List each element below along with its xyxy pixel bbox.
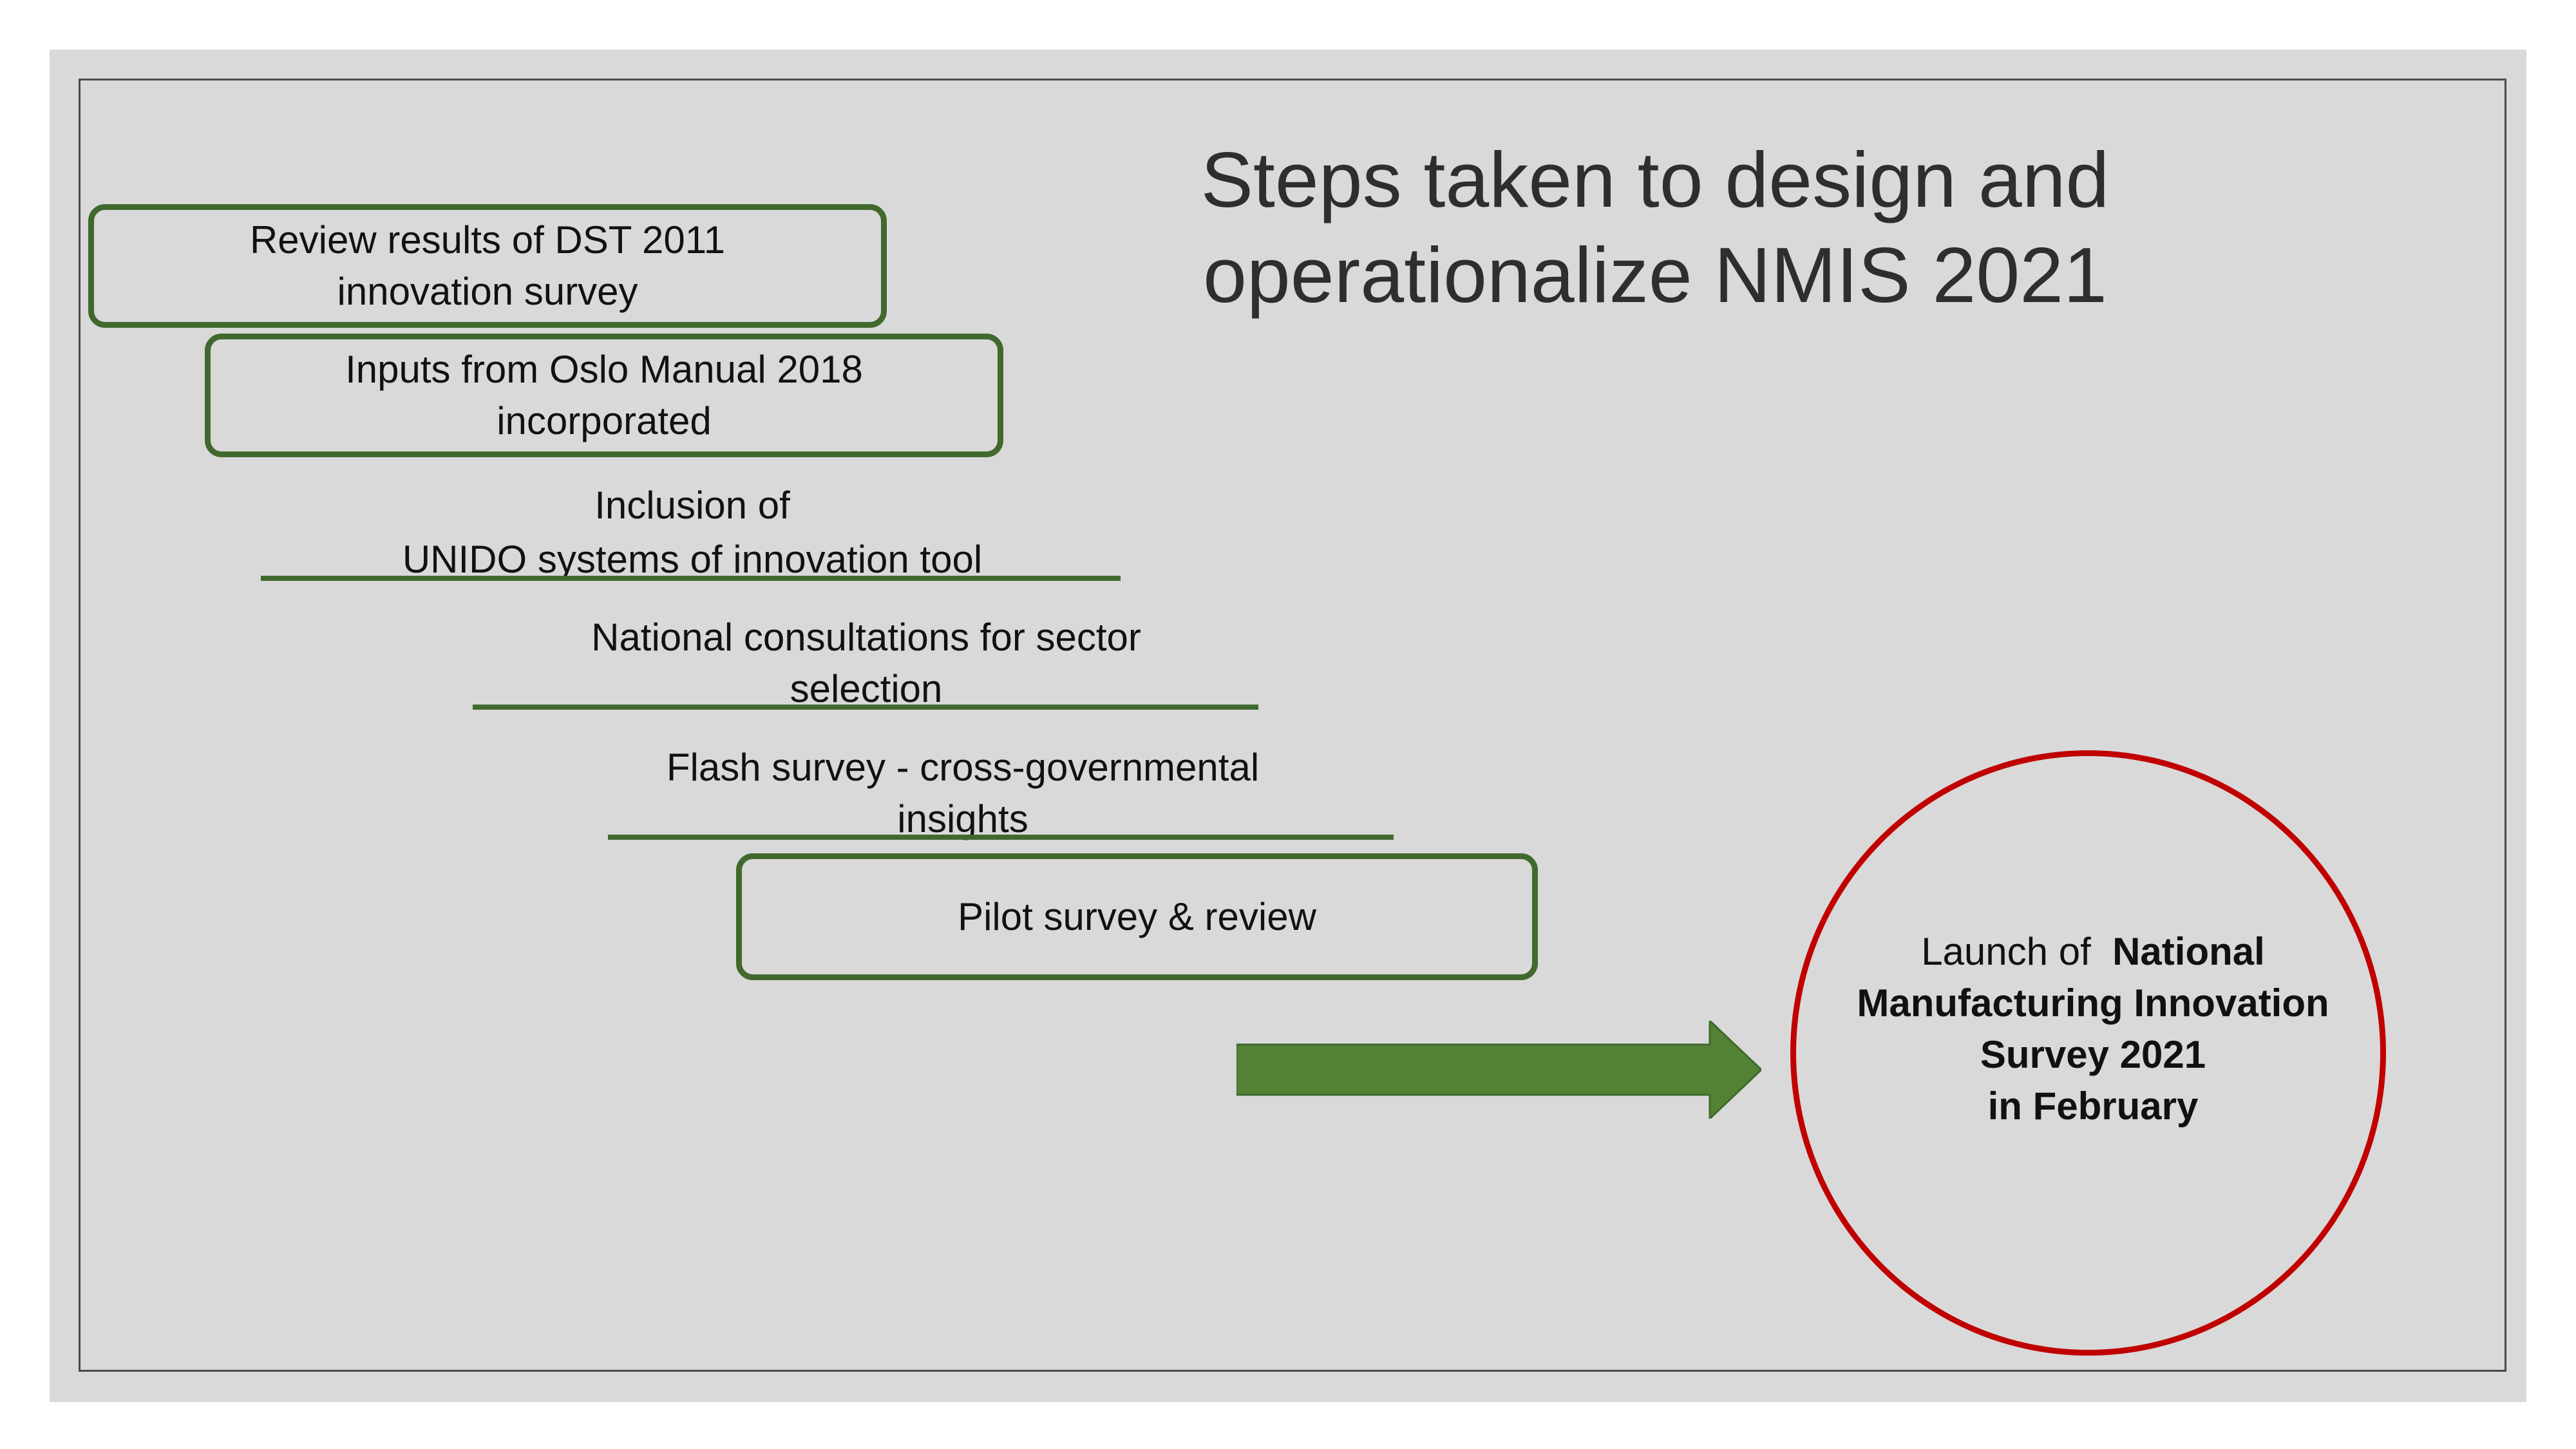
arrow-shape: [1236, 1021, 1761, 1119]
slide-title: Steps taken to design and operationalize…: [1172, 132, 2138, 323]
step-label-national-consultations: National consultations for sector select…: [591, 616, 1141, 710]
step-label-pilot-survey: Pilot survey & review: [958, 895, 1316, 938]
launch-circle: [1790, 750, 2386, 1356]
step-underline-national-consultations: [473, 705, 1258, 710]
launch-prefix: Launch of: [1921, 930, 2113, 973]
step-box-pilot-survey: Pilot survey & review: [736, 853, 1538, 980]
step-label-flash-survey: Flash survey - cross-governmental insigh…: [666, 746, 1260, 840]
step-underline-flash-survey: [608, 835, 1394, 840]
step-label-oslo-manual: Inputs from Oslo Manual 2018 incorporate…: [345, 348, 863, 442]
right-arrow-icon: [1236, 1021, 1761, 1119]
step-label-unido-line-2: UNIDO systems of innovation tool: [402, 538, 983, 581]
launch-text: Launch of National Manufacturing Innovat…: [1855, 926, 2331, 1132]
step-underline-unido: [261, 576, 1121, 581]
step-label-review-dst: Review results of DST 2011 innovation su…: [249, 218, 726, 313]
title-line-2: operationalize NMIS 2021: [1203, 231, 2107, 319]
step-box-review-dst: Review results of DST 2011 innovation su…: [88, 204, 887, 328]
title-line-1: Steps taken to design and: [1200, 136, 2110, 223]
step-label-unido: Inclusion of UNIDO systems of innovation…: [322, 480, 1063, 585]
step-box-oslo-manual: Inputs from Oslo Manual 2018 incorporate…: [205, 334, 1003, 457]
step-label-unido-line-1: Inclusion of: [594, 484, 790, 527]
launch-timing: in February: [1987, 1084, 2199, 1128]
slide-frame: [79, 79, 2506, 1372]
launch-survey-name: National Manufacturing Innovation Survey…: [1857, 930, 2329, 1076]
